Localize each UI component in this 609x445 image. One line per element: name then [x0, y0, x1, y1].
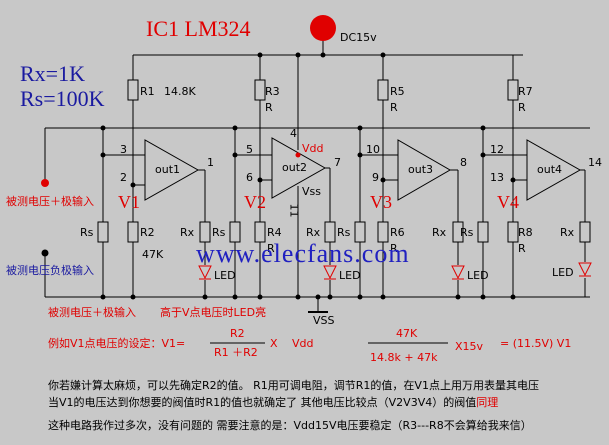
formula-times2: X15v: [455, 340, 484, 353]
formula-num2: 47K: [396, 327, 418, 340]
pin-12: 12: [490, 143, 504, 156]
rs-resistor-4: Rs: [460, 226, 474, 239]
pin-9: 9: [372, 171, 379, 184]
pin-6: 6: [246, 171, 253, 184]
r4-label: R4: [267, 226, 282, 239]
neg-input-label: 被测电压负极输入: [6, 264, 94, 277]
pos-input-bottom-label: 被测电压＋极输入: [48, 306, 136, 319]
page-title: IC1 LM324: [146, 16, 251, 41]
pos-input-label: 被测电压＋极输入: [6, 195, 94, 208]
pin-13: 13: [490, 171, 504, 184]
vdd-label: Vdd: [302, 142, 324, 155]
formula-den1: R1 ＋R2: [214, 346, 258, 359]
comparator-out4: out4: [537, 163, 563, 176]
r8-value: R: [518, 242, 526, 255]
pin-10: 10: [366, 143, 380, 156]
pin-3: 3: [120, 143, 127, 156]
r1-label: R1: [140, 85, 155, 98]
led-label-3: LED: [467, 269, 489, 282]
r3-label: R3: [265, 85, 280, 98]
led-label-4: LED: [552, 266, 574, 279]
r2-label: R2: [140, 226, 155, 239]
r4-value: R: [267, 242, 275, 255]
pin-4: 4: [290, 127, 297, 140]
rs-resistor-2: Rs: [212, 226, 226, 239]
r5-value: R: [390, 101, 398, 114]
formula-prefix: 例如V1点电压的设定：V1=: [48, 337, 186, 350]
r6-label: R6: [390, 226, 405, 239]
formula-den2: 14.8k + 47k: [370, 351, 438, 364]
rs-resistor-3: Rs: [337, 226, 351, 239]
led-label-1: LED: [214, 269, 236, 282]
power-supply-node-icon: [310, 15, 336, 41]
r6-value: R: [390, 242, 398, 255]
rx-value: Rx=1K: [20, 61, 85, 86]
led-icon: [323, 265, 337, 280]
led-icon: [451, 265, 465, 280]
r1-value: 14.8K: [164, 85, 196, 98]
comparator-out2: out2: [282, 161, 308, 174]
r2-value: 47K: [142, 248, 164, 261]
note-line-1: 你若嫌计算太麻烦，可以先确定R2的值。 R1用可调电阻，调节R1的值，在V1点上…: [48, 379, 539, 392]
rx-resistor-2: Rx: [306, 226, 321, 239]
v1-label: V1: [118, 192, 140, 212]
rx-resistor-3: Rx: [432, 226, 447, 239]
pin-1: 1: [207, 156, 214, 169]
v3-label: V3: [370, 192, 392, 212]
rs-resistor-1: Rs: [80, 226, 94, 239]
rx-resistor-4: Rx: [560, 226, 575, 239]
led-icon: [578, 262, 592, 277]
pin-8: 8: [460, 156, 467, 169]
website-watermark: www.elecfans.com: [196, 239, 410, 268]
led-note: 高于V点电压时LED亮: [160, 306, 267, 319]
comparator-out3: out3: [408, 163, 434, 176]
comparator-out1: out1: [155, 163, 181, 176]
r5-label: R5: [390, 85, 405, 98]
note-line-2-text: 当V1的电压达到你想要的阀值时R1的值也就确定了 其他电压比较点（V2V3V4）…: [48, 396, 477, 409]
led-icon: [198, 265, 212, 280]
formula-result: = (11.5V) V1: [500, 337, 572, 350]
formula-vdd: Vdd: [292, 337, 314, 350]
note-line-2-same: 同理: [476, 396, 499, 409]
r8-label: R8: [518, 226, 533, 239]
power-label: DC15v: [340, 31, 377, 44]
pin-7: 7: [334, 156, 341, 169]
pin-14: 14: [588, 156, 602, 169]
note-line-3: 这种电路我作过多次，没有问题的 需要注意的是：Vdd15V电压要稳定（R3---…: [48, 419, 532, 432]
rx-resistor-1: Rx: [180, 226, 195, 239]
r7-value: R: [518, 101, 526, 114]
note-line-2: 当V1的电压达到你想要的阀值时R1的值也就确定了 其他电压比较点（V2V3V4）…: [48, 397, 498, 408]
pin-2: 2: [120, 171, 127, 184]
v4-label: V4: [497, 192, 519, 212]
vss-label: VSS: [313, 314, 335, 327]
pin-5: 5: [246, 143, 253, 156]
vss-chip-label: Vss: [302, 185, 321, 198]
r3-value: R: [265, 101, 273, 114]
pin-11: 11: [287, 203, 301, 218]
rs-value: Rs=100K: [20, 86, 105, 111]
formula-times: X: [270, 337, 278, 350]
v2-label: V2: [244, 192, 266, 212]
formula-num1: R2: [230, 327, 245, 340]
led-label-2: LED: [339, 269, 361, 282]
r7-label: R7: [518, 85, 533, 98]
